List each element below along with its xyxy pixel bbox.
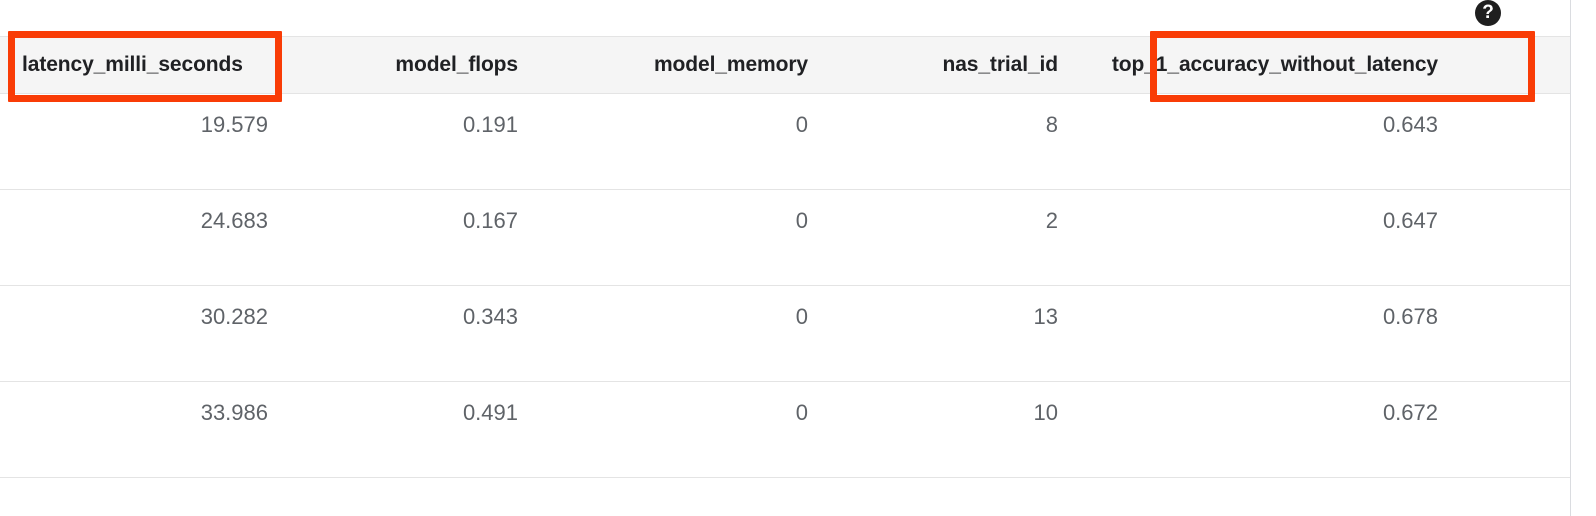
cell-spacer — [1450, 381, 1570, 478]
help-circle-icon[interactable]: ? — [1475, 0, 1501, 26]
cell-top-1-accuracy-without-latency: 0.678 — [1070, 285, 1450, 382]
cell-nas-trial-id: 2 — [820, 189, 1070, 286]
cell-latency-milli-seconds: 33.986 — [0, 381, 280, 478]
cell-model-flops: 0.191 — [280, 93, 530, 190]
cell-spacer — [1450, 93, 1570, 190]
column-header-model-memory[interactable]: model_memory — [530, 36, 820, 94]
table-row[interactable]: 24.683 0.167 0 2 0.647 — [0, 189, 1570, 286]
cell-nas-trial-id: 8 — [820, 93, 1070, 190]
column-header-spacer — [1450, 36, 1570, 94]
column-header-top-1-accuracy-without-latency[interactable]: top_1_accuracy_without_latency — [1070, 36, 1450, 94]
table-row[interactable]: 33.986 0.491 0 10 0.672 — [0, 381, 1570, 478]
nas-results-table: latency_milli_seconds model_flops model_… — [0, 36, 1570, 478]
cell-model-memory: 0 — [530, 93, 820, 190]
cell-spacer — [1450, 189, 1570, 286]
cell-model-memory: 0 — [530, 189, 820, 286]
cell-model-flops: 0.167 — [280, 189, 530, 286]
cell-latency-milli-seconds: 24.683 — [0, 189, 280, 286]
cell-latency-milli-seconds: 30.282 — [0, 285, 280, 382]
cell-model-memory: 0 — [530, 285, 820, 382]
table-body: 19.579 0.191 0 8 0.643 24.683 0.167 0 2 … — [0, 93, 1570, 478]
cell-model-flops: 0.491 — [280, 381, 530, 478]
right-rail-divider — [1570, 0, 1571, 516]
cell-nas-trial-id: 13 — [820, 285, 1070, 382]
column-header-model-flops[interactable]: model_flops — [280, 36, 530, 94]
table-row[interactable]: 30.282 0.343 0 13 0.678 — [0, 285, 1570, 382]
cell-top-1-accuracy-without-latency: 0.643 — [1070, 93, 1450, 190]
results-table-container: latency_milli_seconds model_flops model_… — [0, 36, 1570, 478]
column-header-latency-milli-seconds[interactable]: latency_milli_seconds — [0, 36, 280, 94]
cell-model-flops: 0.343 — [280, 285, 530, 382]
table-row[interactable]: 19.579 0.191 0 8 0.643 — [0, 93, 1570, 190]
table-header: latency_milli_seconds model_flops model_… — [0, 36, 1570, 94]
cell-spacer — [1450, 285, 1570, 382]
cell-top-1-accuracy-without-latency: 0.647 — [1070, 189, 1450, 286]
cell-latency-milli-seconds: 19.579 — [0, 93, 280, 190]
table-header-row: latency_milli_seconds model_flops model_… — [0, 36, 1570, 94]
cell-top-1-accuracy-without-latency: 0.672 — [1070, 381, 1450, 478]
cell-nas-trial-id: 10 — [820, 381, 1070, 478]
cell-model-memory: 0 — [530, 381, 820, 478]
column-header-nas-trial-id[interactable]: nas_trial_id — [820, 36, 1070, 94]
